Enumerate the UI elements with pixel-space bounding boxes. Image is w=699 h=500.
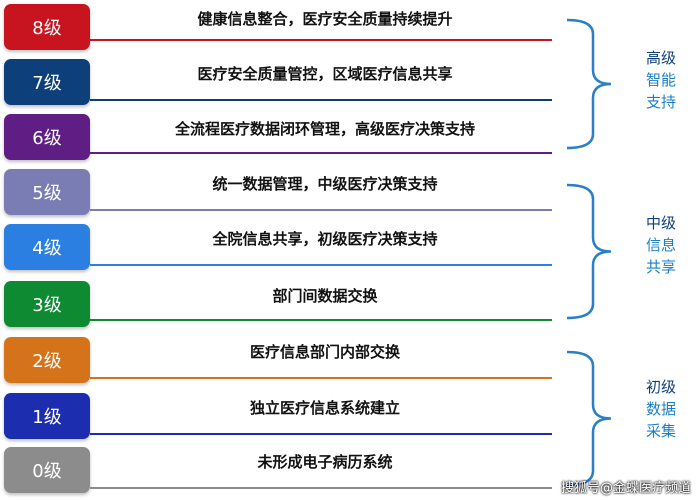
level-description: 独立医疗信息系统建立 xyxy=(249,399,400,417)
level-underline xyxy=(90,39,552,41)
group-label-line: 共享 xyxy=(645,258,676,276)
level-description: 全院信息共享，初级医疗决策支持 xyxy=(212,230,438,248)
group-label: 中级信息共享 xyxy=(633,212,689,278)
watermark: 搜狐号@金蝶医疗频道 xyxy=(560,481,691,496)
level-badge: 5级 xyxy=(4,169,90,215)
level-row: 2级 医疗信息部门内部交换 xyxy=(0,335,560,385)
level-badge: 8级 xyxy=(4,4,90,50)
level-underline xyxy=(90,264,552,266)
level-row: 8级 健康信息整合，医疗安全质量持续提升 xyxy=(0,2,560,52)
level-description: 医疗安全质量管控，区域医疗信息共享 xyxy=(197,65,453,83)
level-row: 5级 统一数据管理，中级医疗决策支持 xyxy=(0,167,560,217)
level-badge: 0级 xyxy=(4,447,90,493)
level-underline xyxy=(90,209,552,211)
group-label-line: 智能 xyxy=(645,71,676,89)
group-label-line: 数据 xyxy=(645,400,676,418)
level-underline xyxy=(90,377,552,379)
level-description: 部门间数据交换 xyxy=(272,287,378,305)
level-description: 全流程医疗数据闭环管理，高级医疗决策支持 xyxy=(174,120,475,138)
level-underline xyxy=(90,152,552,154)
level-row: 7级 医疗安全质量管控，区域医疗信息共享 xyxy=(0,57,560,107)
group-brace xyxy=(566,18,612,150)
level-underline xyxy=(90,433,552,435)
level-badge: 7级 xyxy=(4,59,90,105)
level-badge: 2级 xyxy=(4,337,90,383)
group-label: 高级智能支持 xyxy=(633,47,689,113)
level-row: 6级 全流程医疗数据闭环管理，高级医疗决策支持 xyxy=(0,112,560,162)
level-badge: 6级 xyxy=(4,114,90,160)
level-row: 0级 未形成电子病历系统 xyxy=(0,445,560,495)
level-underline xyxy=(90,99,552,101)
brace-path xyxy=(566,18,612,150)
level-description: 健康信息整合，医疗安全质量持续提升 xyxy=(197,10,453,28)
level-row: 1级 独立医疗信息系统建立 xyxy=(0,391,560,441)
level-description: 医疗信息部门内部交换 xyxy=(249,343,400,361)
group-label-line: 支持 xyxy=(645,93,676,111)
group-label-line: 信息 xyxy=(645,236,676,254)
group-label-line: 高级 xyxy=(645,49,676,67)
group-label-line: 初级 xyxy=(645,378,676,396)
level-description: 统一数据管理，中级医疗决策支持 xyxy=(212,175,438,193)
level-badge: 1级 xyxy=(4,393,90,439)
group-brace xyxy=(566,183,612,320)
group-brace xyxy=(566,350,612,487)
brace-path xyxy=(566,350,612,487)
level-row: 4级 全院信息共享，初级医疗决策支持 xyxy=(0,222,560,272)
level-badge: 4级 xyxy=(4,224,90,270)
level-badge: 3级 xyxy=(4,281,90,327)
level-underline xyxy=(90,487,552,489)
group-label-line: 中级 xyxy=(645,214,676,232)
level-underline xyxy=(90,319,552,321)
group-label-line: 采集 xyxy=(645,422,676,440)
level-description: 未形成电子病历系统 xyxy=(257,453,393,471)
level-row: 3级 部门间数据交换 xyxy=(0,279,560,329)
brace-path xyxy=(566,183,612,320)
group-label: 初级数据采集 xyxy=(633,376,689,442)
